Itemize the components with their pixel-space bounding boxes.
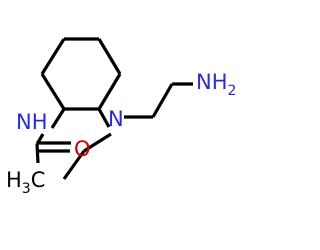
amine-n-to-carbon-bond	[83, 132, 112, 153]
nh2-label: NH2	[196, 70, 236, 99]
amine-n-label: N	[108, 107, 124, 131]
carbonyl-carbon-bond	[35, 143, 40, 164]
ring-to-amide-n-bond	[50, 108, 66, 129]
cyclohexane-ring	[40, 37, 122, 111]
ethyl-chain-bond	[151, 83, 174, 118]
ch3-label: H3C	[6, 168, 45, 197]
structure-canvas: NH N NH2 O H3C	[6, 37, 237, 197]
ring-bond	[97, 38, 122, 75]
amide-n-label: NH	[16, 110, 48, 134]
structure-diagram: NH N NH2 O H3C	[6, 37, 236, 197]
carbon-chain-bond	[62, 150, 86, 180]
ring-bond	[40, 38, 66, 75]
ring-bond	[40, 73, 66, 110]
oxygen-label: O	[74, 137, 91, 161]
ring-bond	[97, 73, 122, 110]
carbonyl-double-bond	[38, 141, 71, 153]
ring-to-amine-n-bond	[97, 108, 111, 128]
